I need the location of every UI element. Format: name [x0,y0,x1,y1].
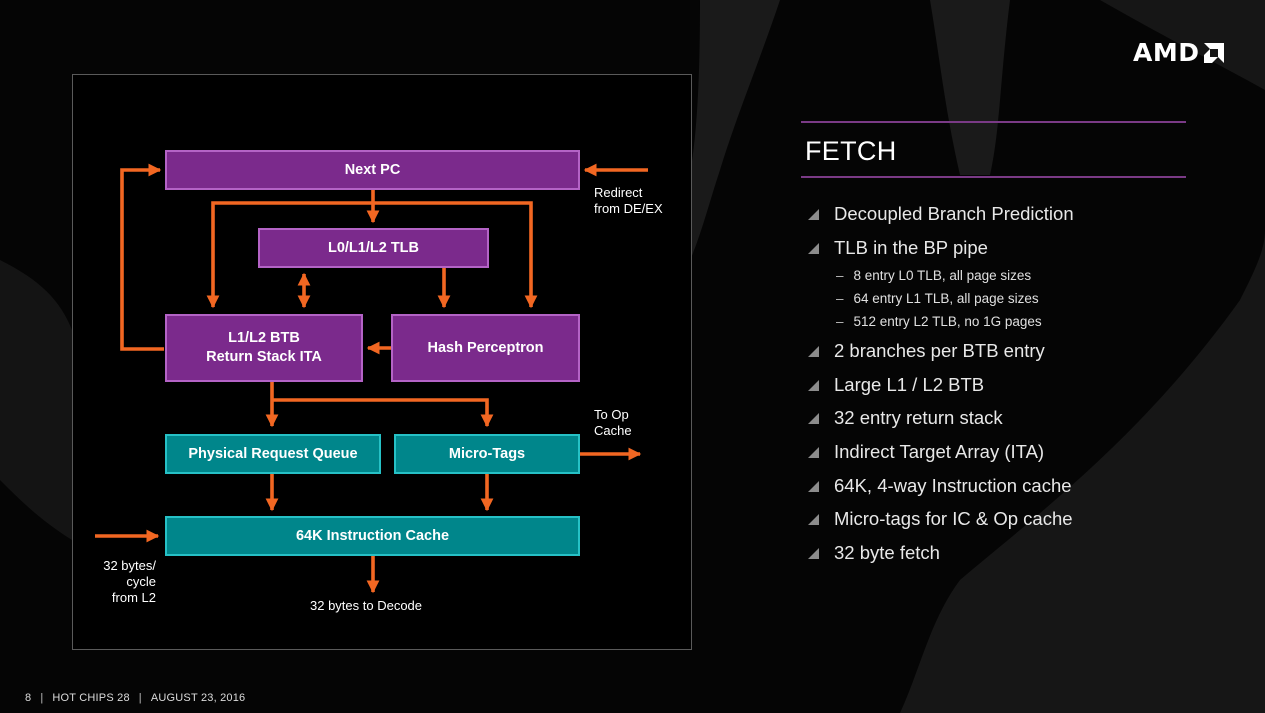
bullet-text: TLB in the BP pipe [834,237,988,258]
btb-box: L1/L2 BTB Return Stack ITA [165,314,363,382]
micro-tags-box: Micro-Tags [394,434,580,474]
amd-logo: AMD [1133,38,1227,68]
bullet-text: 32 byte fetch [834,542,940,563]
amd-arrow-icon [1204,43,1225,63]
bullet-text: 64K, 4-way Instruction cache [834,475,1072,496]
sub-bullet-text: 512 entry L2 TLB, no 1G pages [853,313,1042,329]
triangle-bullet-icon [808,242,819,254]
to-op-cache-note-line1: To Op [594,407,629,422]
to-op-cache-note-line2: Cache [594,423,632,438]
bullet-item: 64K, 4-way Instruction cache [808,474,1072,498]
l2-fetch-note-line1: 32 bytes/ [103,558,156,573]
micro-tags-label: Micro-Tags [448,445,526,462]
triangle-bullet-icon [808,379,819,391]
bullet-text: Decoupled Branch Prediction [834,203,1074,224]
triangle-bullet-icon [808,345,819,357]
diagram-arrows [95,163,648,594]
bullet-item: TLB in the BP pipe [808,236,988,260]
slide-title: FETCH [805,136,897,166]
bullet-text: 2 branches per BTB entry [834,340,1045,361]
physical-request-queue-box: Physical Request Queue [165,434,381,474]
footer: 8 | HOT CHIPS 28 | AUGUST 23, 2016 [25,690,245,706]
dash-marker: – [836,267,844,283]
bullet-text: Indirect Target Array (ITA) [834,441,1045,462]
redirect-note-line1: Redirect [594,185,643,200]
bullet-item: 32 entry return stack [808,406,1003,430]
bullet-item: 32 byte fetch [808,541,940,565]
redirect-note: Redirect from DE/EX [594,185,663,217]
triangle-bullet-icon [808,446,819,458]
sub-bullet-item: – 8 entry L0 TLB, all page sizes [836,265,1031,285]
arrow-nextpc-to-btb [206,190,375,309]
hash-perceptron-box: Hash Perceptron [391,314,580,382]
redirect-note-line2: from DE/EX [594,201,663,216]
bullet-text: 32 entry return stack [834,407,1003,428]
dash-marker: – [836,313,844,329]
bullet-item: Large L1 / L2 BTB [808,373,984,397]
dash-marker: – [836,290,844,306]
logo-text: AMD [1133,38,1200,67]
page-number: 8 [25,692,32,704]
next-pc-box: Next PC [165,150,580,190]
triangle-bullet-icon [808,412,819,424]
title-rule-top [801,121,1186,123]
footer-separator: | [40,692,44,704]
l2-fetch-note: 32 bytes/ cycle from L2 [80,558,156,606]
arrow-btb-feedback [120,163,164,351]
arrow-btb-to-microtags [272,398,494,428]
event-name: HOT CHIPS 28 [52,692,130,704]
to-op-cache-note: To Op Cache [594,407,632,439]
decode-note: 32 bytes to Decode [310,598,422,614]
btb-label-line1: L1/L2 BTB [228,330,300,346]
l2-fetch-note-line2: cycle [126,574,156,589]
hash-perceptron-label: Hash Perceptron [427,339,544,356]
bullet-text: Micro-tags for IC & Op cache [834,508,1073,529]
bullet-text: Large L1 / L2 BTB [834,374,985,395]
triangle-bullet-icon [808,513,819,525]
title-rule-bottom [801,176,1186,178]
btb-label-line2: Return Stack ITA [206,349,322,365]
event-date: AUGUST 23, 2016 [150,692,246,704]
bullet-item: Indirect Target Array (ITA) [808,440,1044,464]
bullet-item: Decoupled Branch Prediction [808,202,1074,226]
sub-bullet-item: – 512 entry L2 TLB, no 1G pages [836,311,1042,331]
instruction-cache-label: 64K Instruction Cache [295,527,450,544]
tlb-box: L0/L1/L2 TLB [258,228,489,268]
next-pc-label: Next PC [344,161,401,178]
l2-fetch-note-line3: from L2 [111,590,156,605]
triangle-bullet-icon [808,208,819,220]
instruction-cache-box: 64K Instruction Cache [165,516,580,556]
sub-bullet-item: – 64 entry L1 TLB, all page sizes [836,288,1039,308]
bullet-item: Micro-tags for IC & Op cache [808,507,1073,531]
arrow-nextpc-to-hash [373,201,538,309]
sub-bullet-text: 8 entry L0 TLB, all page sizes [853,267,1032,283]
tlb-label: L0/L1/L2 TLB [327,239,420,256]
bullet-item: 2 branches per BTB entry [808,339,1045,363]
sub-bullet-text: 64 entry L1 TLB, all page sizes [853,290,1039,306]
footer-separator: | [138,692,142,704]
decode-note-text: 32 bytes to Decode [310,598,423,613]
triangle-bullet-icon [808,480,819,492]
triangle-bullet-icon [808,547,819,559]
physical-request-queue-label: Physical Request Queue [188,445,358,462]
